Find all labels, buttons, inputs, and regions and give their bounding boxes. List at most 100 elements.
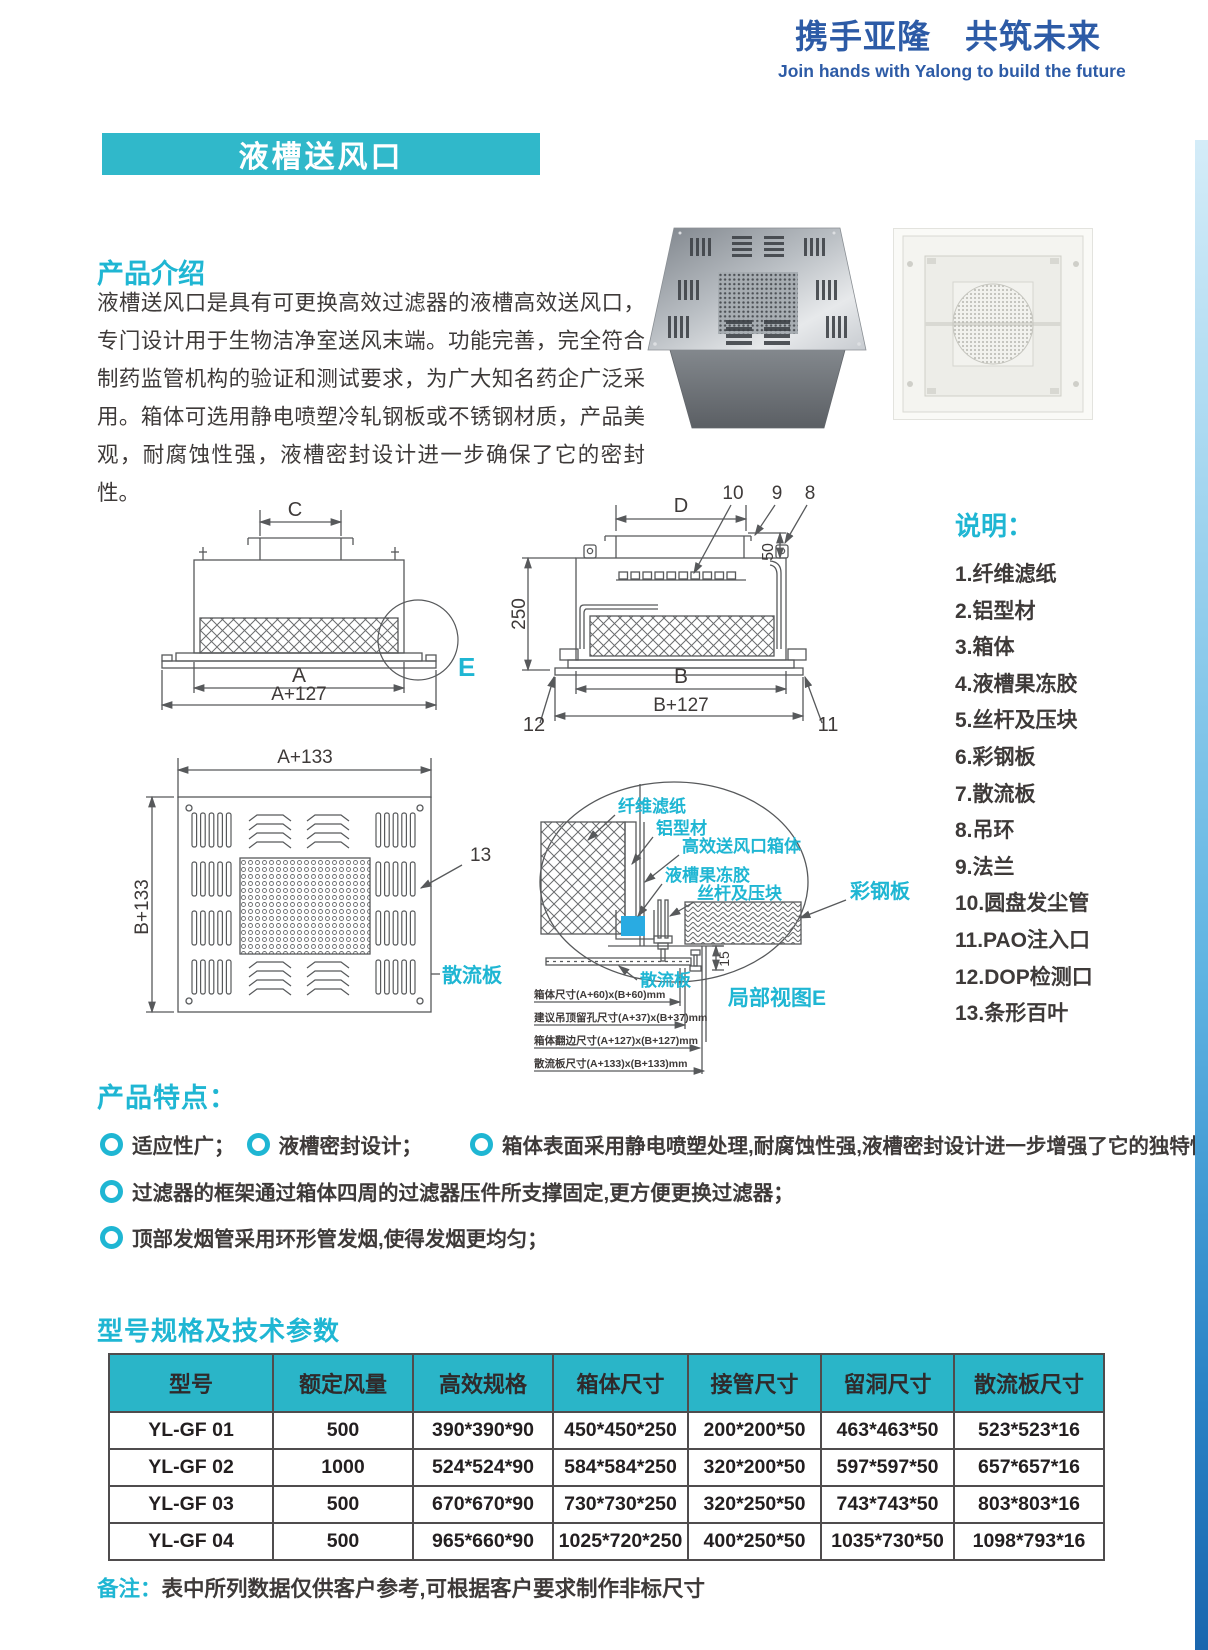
diffuser-base [669,349,846,429]
cell: 390*390*90 [412,1411,554,1450]
cell-model: YL-GF 01 [108,1411,274,1450]
cell: 1025*720*250 [552,1522,689,1561]
col-header-duct: 接管尺寸 [687,1353,822,1413]
bullet-ring-icon [246,1132,270,1156]
col-header-boxsize: 箱体尺寸 [552,1353,689,1413]
remark-text: 表中所列数据仅供客户参考,可根据客户要求制作非标尺寸 [161,1577,705,1601]
note-ceiling-hole: 建议吊顶留孔尺寸(A+37)x(B+37)mm [533,1011,707,1024]
slogan-cn: 携手亚隆 共筑未来 [795,18,1101,55]
cell: 320*250*50 [687,1485,822,1524]
front-view-diagram: C A A+127 E [160,499,475,710]
dim-label-15: 15 [716,951,732,967]
cell-model: YL-GF 02 [108,1448,274,1487]
note-box-size: 箱体尺寸(A+60)x(B+60)mm [534,988,665,1001]
callout-8: 8 [805,483,816,504]
legend-heading: 说明： [955,511,1034,541]
cell-model: YL-GF 04 [108,1522,274,1561]
dim-label-d: D [674,495,688,517]
col-header-diffuser: 散流板尺寸 [953,1353,1105,1413]
page-title: 液槽送风口 [102,133,540,175]
legend-item: 11.PAO注入口 [955,928,1090,952]
diffuser-face-plate [647,227,867,351]
intro-heading: 产品介绍 [97,259,205,289]
dim-label-250: 250 [509,598,530,630]
feature-item: 液槽密封设计； [278,1135,423,1158]
dim-label-a: A [292,664,306,687]
dim-label-a127: A+127 [271,684,326,705]
legend-item: 7.散流板 [955,782,1036,806]
features-row-3: 顶部发烟管采用环形管发烟,使得发烟更均匀； [100,1222,1208,1252]
side-view-diagram: D 10 9 8 50 250 B B+127 12 11 [509,483,839,733]
features-heading: 产品特点： [97,1083,237,1113]
remark-label: 备注： [97,1577,162,1601]
col-header-hepa: 高效规格 [412,1353,554,1413]
feature-item: 箱体表面采用静电喷塑处理,耐腐蚀性强,液槽密封设计进一步增强了它的独特性； [502,1135,1208,1158]
cell: 524*524*90 [412,1448,554,1487]
legend-panel: 说明： 1.纤维滤纸 2.铝型材 3.箱体 4.液槽果冻胶 5.丝杆及压块 6.… [955,506,1155,1033]
label-diffuser-plate: 散流板 [640,970,692,990]
cell: 400*250*50 [687,1522,822,1561]
slogan-en: Join hands with Yalong to build the futu… [778,61,1126,81]
table-row: YL-GF 03 500 670*670*90 730*730*250 320*… [108,1485,1105,1524]
jelly-seal-fill [621,916,645,936]
col-header-airflow: 额定风量 [272,1353,414,1413]
legend-item: 4.液槽果冻胶 [955,672,1078,696]
label-fiber-paper: 纤维滤纸 [618,796,686,816]
features-row-2: 过滤器的框架通过箱体四周的过滤器压件所支撑固定,更方便更换过滤器； [100,1176,1208,1206]
feature-item: 顶部发烟管采用环形管发烟,使得发烟更均匀； [132,1228,548,1251]
callout-13: 13 [470,845,491,866]
plan-view-diagram: A+133 B+133 13 散流板 [132,747,503,1014]
legend-item: 8.吊环 [955,819,1015,843]
callout-11: 11 [818,714,839,733]
diffuser-plate-label: 散流板 [442,963,503,987]
detail-view-caption: 局部视图E [728,986,826,1010]
cell: 1035*730*50 [820,1522,955,1561]
cell: 803*803*16 [953,1485,1105,1524]
dim-label-a133: A+133 [277,747,332,768]
dim-label-b: B [674,665,688,688]
cell: 450*450*250 [552,1411,689,1450]
legend-item: 6.彩钢板 [955,745,1036,769]
legend-item: 1.纤维滤纸 [955,563,1057,586]
col-header-hole: 留洞尺寸 [820,1353,955,1413]
dim-label-50: 50 [760,543,777,561]
note-diffuser-size: 散流板尺寸(A+133)x(B+133)mm [534,1057,687,1070]
feature-item: 适应性广； [132,1135,235,1158]
table-row: YL-GF 04 500 965*660*90 1025*720*250 400… [108,1522,1105,1561]
note-flange-size: 箱体翻边尺寸(A+127)x(B+127)mm [534,1034,698,1047]
spec-table-header-row: 型号 额定风量 高效规格 箱体尺寸 接管尺寸 留洞尺寸 散流板尺寸 [108,1353,1105,1413]
legend-item: 3.箱体 [955,636,1015,660]
cell: 965*660*90 [412,1522,554,1561]
dim-label-c: C [288,499,302,521]
legend-item: 2.铝型材 [955,599,1036,623]
label-color-steel: 彩钢板 [849,879,911,903]
cell: 200*200*50 [687,1411,822,1450]
ring-smoke-tube [618,571,737,580]
cell: 523*523*16 [953,1411,1105,1450]
cell: 500 [272,1522,414,1561]
detail-mark-e: E [458,652,475,682]
table-row: YL-GF 01 500 390*390*90 450*450*250 200*… [108,1411,1105,1450]
cell: 463*463*50 [820,1411,955,1450]
cell-model: YL-GF 03 [108,1485,274,1524]
decorative-edge-bar [1195,140,1208,1650]
bullet-ring-icon [100,1132,123,1156]
header-slogan: 携手亚隆 共筑未来 Join hands with Yalong to buil… [778,10,1126,82]
callout-10: 10 [722,483,743,504]
product-photo-back [893,228,1093,420]
product-photo-front [647,227,867,429]
cell: 500 [272,1411,414,1450]
vent-slots [668,236,847,345]
table-row: YL-GF 02 1000 524*524*90 584*584*250 320… [108,1448,1105,1487]
remark-line: 备注：表中所列数据仅供客户参考,可根据客户要求制作非标尺寸 [97,1572,705,1603]
cell: 1098*793*16 [953,1522,1105,1561]
cell: 320*200*50 [687,1448,822,1487]
cell: 1000 [272,1448,414,1487]
legend-item: 9.法兰 [955,855,1015,879]
features-row-1: 适应性广； 液槽密封设计； 箱体表面采用静电喷塑处理,耐腐蚀性强,液槽密封设计进… [100,1129,1208,1159]
col-header-model: 型号 [108,1353,274,1413]
spec-table: 型号 额定风量 高效规格 箱体尺寸 接管尺寸 留洞尺寸 散流板尺寸 YL-GF … [108,1353,1105,1561]
label-jelly-seal: 液槽果冻胶 [665,865,750,885]
bullet-ring-icon [100,1179,123,1203]
mount-bolts [907,261,1079,387]
